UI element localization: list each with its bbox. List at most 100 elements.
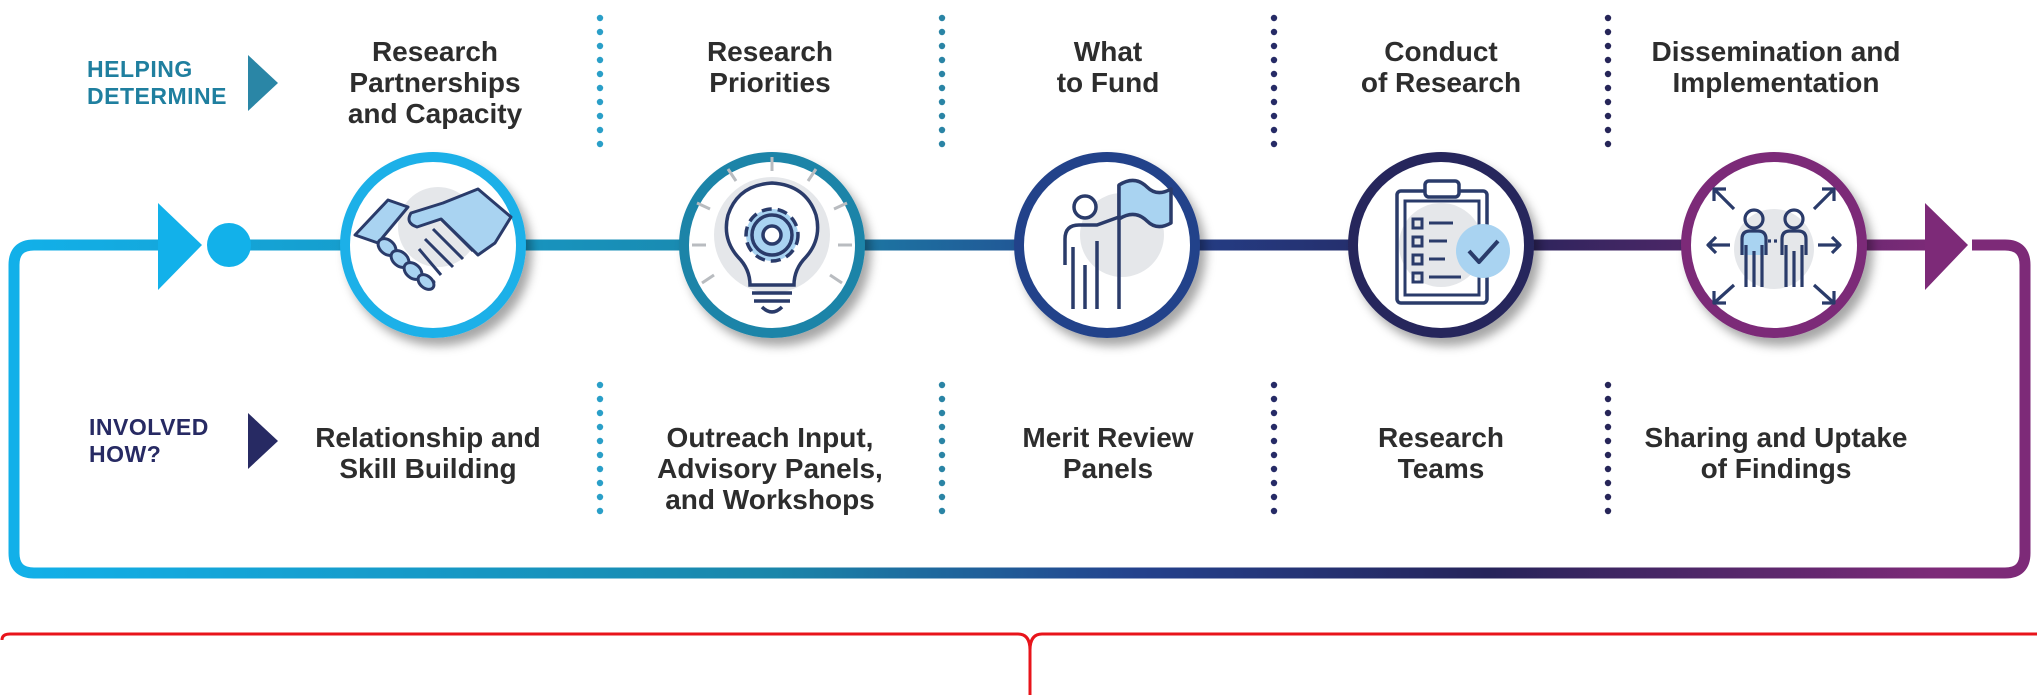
stage-3-how-line2: Panels (1062, 453, 1154, 484)
divider-dot (1270, 479, 1278, 487)
divider-dot (596, 493, 604, 501)
divider-dot (1270, 28, 1278, 36)
helping-label-line1: HELPING (87, 56, 193, 82)
person-flag-icon (1063, 178, 1173, 309)
summary-brace (0, 632, 2037, 695)
divider-dot (1270, 126, 1278, 134)
stage-2-determine-line2: Priorities (709, 67, 831, 98)
stage-2-how-line2: Advisory Panels, (657, 453, 883, 484)
divider-dot (1604, 28, 1612, 36)
divider-dot (1604, 493, 1612, 501)
divider-dot (1270, 84, 1278, 92)
divider-dot (938, 493, 946, 501)
stage-3-determine-line2: to Fund (1056, 67, 1160, 98)
divider-dot (1270, 381, 1278, 389)
stage-4-how-line2: Teams (1397, 453, 1485, 484)
divider-dot (1270, 70, 1278, 78)
divider-dot (1604, 140, 1612, 148)
divider-dot (938, 98, 946, 106)
stage-1-determine: Research Partnerships and Capacity (348, 36, 522, 129)
divider-dot (938, 28, 946, 36)
divider-dot (596, 42, 604, 50)
stage-4-determine-line2: of Research (1360, 67, 1522, 98)
helping-determine-label: HELPING DETERMINE (87, 56, 227, 110)
divider-dot (596, 70, 604, 78)
divider-dot (1270, 465, 1278, 473)
clipboard-check-icon (1395, 179, 1510, 305)
divider-dot (596, 479, 604, 487)
divider-dot (1604, 507, 1612, 515)
stage-3-determine-line1: What (1073, 36, 1143, 67)
stage-3-determine: What to Fund (1057, 36, 1160, 98)
divider-dot (1604, 437, 1612, 445)
involved-label-line2: HOW? (89, 441, 162, 467)
involved-how-label: INVOLVED HOW? (89, 414, 209, 468)
divider-dot (1604, 70, 1612, 78)
involved-arrow (248, 413, 278, 469)
stage-2-determine-line1: Research (706, 36, 834, 67)
stage-4-determine-line1: Conduct (1384, 36, 1498, 67)
divider-dot (1604, 56, 1612, 64)
stage-1-how-line1: Relationship and (315, 422, 541, 453)
divider-dot (1604, 465, 1612, 473)
stage-4-how-line1: Research (1377, 422, 1505, 453)
stage-5-determine-line1: Dissemination and (1651, 36, 1901, 67)
divider-dot (1270, 395, 1278, 403)
divider-dot (1270, 493, 1278, 501)
divider-dot (938, 112, 946, 120)
divider-dot (1604, 98, 1612, 106)
stage-2-how-line3: and Workshops (665, 484, 875, 515)
divider-dot (938, 451, 946, 459)
divider-dot (1604, 126, 1612, 134)
stage-2-how-line1: Outreach Input, (666, 422, 874, 453)
divider-dot (596, 112, 604, 120)
divider-dot (596, 437, 604, 445)
stage-1-how: Relationship and Skill Building (315, 422, 541, 484)
divider-dot (938, 84, 946, 92)
divider-dot (1270, 507, 1278, 515)
start-dot (207, 223, 251, 267)
stage-1-determine-line3: and Capacity (347, 98, 523, 129)
divider-dot (596, 451, 604, 459)
stage-5-determine-line2: Implementation (1672, 67, 1880, 98)
cycle-loop-line (8, 239, 2031, 579)
divider-dot (938, 70, 946, 78)
divider-dot (938, 465, 946, 473)
divider-dot (1604, 423, 1612, 431)
divider-dot (596, 465, 604, 473)
divider-dot (1270, 112, 1278, 120)
divider-dot (938, 56, 946, 64)
divider-dot (1270, 98, 1278, 106)
divider-dot (1604, 395, 1612, 403)
stage-5-how: Sharing and Uptake of Findings (1645, 422, 1908, 484)
stage-1-determine-line2: Partnerships (349, 67, 521, 98)
divider-dot (1270, 42, 1278, 50)
divider-dot (1270, 409, 1278, 417)
divider-dot (938, 381, 946, 389)
stage-5-how-line2: of Findings (1700, 453, 1852, 484)
divider-dot (596, 409, 604, 417)
helping-arrow (248, 55, 278, 111)
divider-dot (938, 42, 946, 50)
divider-dot (596, 14, 604, 22)
stage-3-how: Merit Review Panels (1022, 422, 1193, 484)
divider-dot (1270, 437, 1278, 445)
divider-dot (596, 140, 604, 148)
start-arrow (158, 203, 202, 290)
divider-dot (1604, 112, 1612, 120)
involved-label-line1: INVOLVED (89, 414, 209, 440)
divider-dot (1270, 140, 1278, 148)
divider-dot (938, 14, 946, 22)
divider-dot (938, 140, 946, 148)
stage-1-determine-line1: Research (371, 36, 499, 67)
divider-dot (938, 479, 946, 487)
lightbulb-gear-icon (692, 157, 852, 314)
divider-dot (596, 56, 604, 64)
divider-dot (1604, 14, 1612, 22)
divider-dot (938, 126, 946, 134)
divider-dot (596, 381, 604, 389)
divider-dot (596, 28, 604, 36)
divider-dot (1270, 423, 1278, 431)
divider-dot (596, 84, 604, 92)
divider-dot (938, 423, 946, 431)
